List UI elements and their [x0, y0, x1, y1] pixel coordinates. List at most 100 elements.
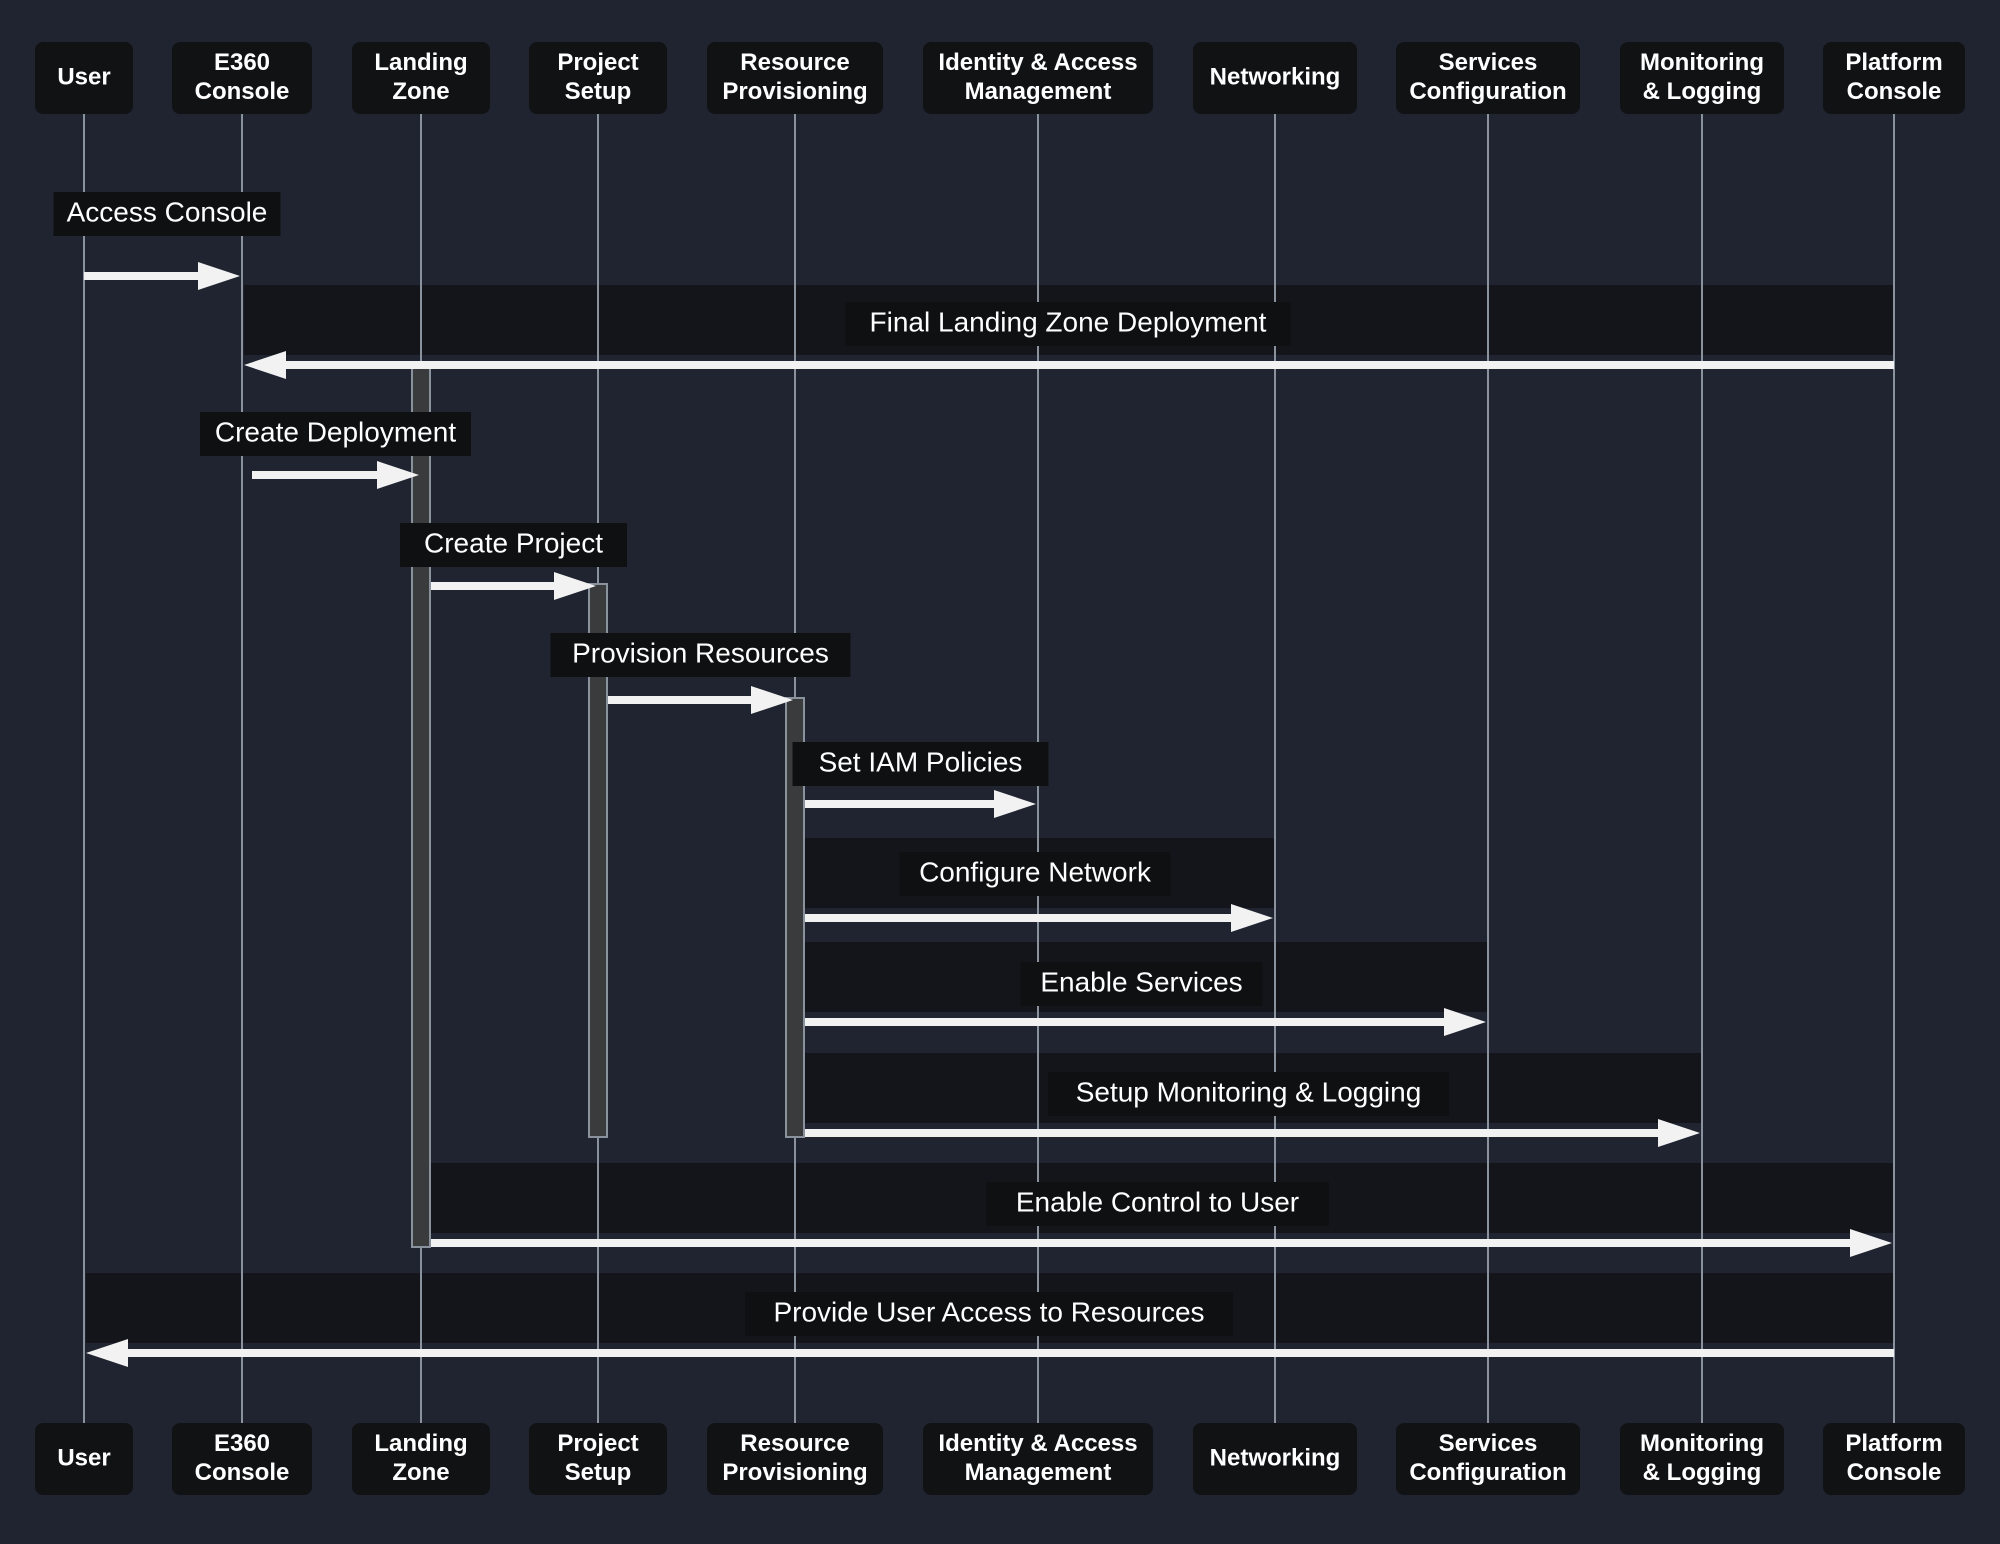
actor-label: E360	[214, 49, 270, 76]
actor-label: Landing	[374, 49, 467, 76]
arrow-head	[994, 790, 1036, 818]
actor-label: Console	[195, 78, 290, 105]
actor-label: Resource	[740, 1430, 849, 1457]
actor-label: Setup	[565, 1459, 632, 1486]
actor-bottom-user: User	[35, 1423, 133, 1495]
actor-box	[1823, 1423, 1965, 1495]
actor-label: Console	[1847, 1459, 1942, 1486]
activation-bars	[411, 362, 805, 1248]
message-label-box	[1048, 1072, 1449, 1116]
message-arrows	[84, 262, 1894, 1367]
message-label-box	[986, 1182, 1329, 1226]
message-label-set-iam-policies: Set IAM Policies	[819, 746, 1023, 777]
actor-label: Provisioning	[722, 78, 867, 105]
actor-label: Services	[1439, 1430, 1538, 1457]
actor-label: Management	[965, 1459, 1112, 1486]
arrow-head	[86, 1339, 128, 1367]
actor-row-bottom: UserE360ConsoleLandingZoneProjectSetupRe…	[35, 1423, 1965, 1495]
message-label-configure-network: Configure Network	[919, 856, 1152, 887]
arrow-head	[554, 572, 596, 600]
actor-box	[172, 42, 312, 114]
actor-box	[1823, 42, 1965, 114]
message-label-box	[200, 412, 471, 456]
actor-box	[923, 1423, 1153, 1495]
actor-box	[707, 1423, 883, 1495]
actor-label: User	[57, 1444, 110, 1471]
arrow-head	[1231, 904, 1273, 932]
actor-box	[35, 1423, 133, 1495]
actor-label: Monitoring	[1640, 1430, 1764, 1457]
actor-box	[923, 42, 1153, 114]
arrow-head	[198, 262, 240, 290]
actor-box	[1620, 42, 1784, 114]
actor-label: Provisioning	[722, 1459, 867, 1486]
actor-box	[1620, 1423, 1784, 1495]
actor-top-monitoring: Monitoring& Logging	[1620, 42, 1784, 114]
arrow-head	[1444, 1008, 1486, 1036]
message-label-enable-services: Enable Services	[1040, 966, 1242, 997]
actor-label: Project	[557, 49, 638, 76]
message-label-box	[550, 633, 851, 677]
message-label-box	[845, 302, 1291, 346]
message-label-enable-control-to-user: Enable Control to User	[1016, 1186, 1299, 1217]
actor-label: Networking	[1210, 1444, 1341, 1471]
actor-box	[1396, 42, 1580, 114]
actor-row-top: UserE360ConsoleLandingZoneProjectSetupRe…	[35, 42, 1965, 114]
actor-bottom-network: Networking	[1193, 1423, 1357, 1495]
message-label-provision-resources: Provision Resources	[572, 637, 829, 668]
message-label-create-deployment: Create Deployment	[215, 416, 456, 447]
arrow-head	[377, 461, 419, 489]
message-label-provide-user-access-to-resources: Provide User Access to Resources	[773, 1296, 1204, 1327]
actor-label: Monitoring	[1640, 49, 1764, 76]
actor-box	[352, 42, 490, 114]
actor-label: Configuration	[1409, 78, 1566, 105]
activation-bar-project	[588, 583, 608, 1138]
message-label-box	[53, 192, 281, 236]
actor-box	[707, 42, 883, 114]
actor-label: Resource	[740, 49, 849, 76]
message-label-setup-monitoring-and-logging: Setup Monitoring & Logging	[1076, 1076, 1422, 1107]
arrow-head	[1658, 1119, 1700, 1147]
actor-box	[1193, 42, 1357, 114]
actor-label: Console	[195, 1459, 290, 1486]
actor-box	[529, 42, 667, 114]
actor-box	[172, 1423, 312, 1495]
message-label-box	[792, 742, 1049, 786]
actor-box	[529, 1423, 667, 1495]
actor-top-network: Networking	[1193, 42, 1357, 114]
actor-label: Identity & Access	[938, 1430, 1137, 1457]
message-label-box	[745, 1292, 1233, 1336]
message-label-create-project: Create Project	[424, 527, 603, 558]
message-label-box	[899, 852, 1171, 896]
actor-label: Platform	[1845, 1430, 1942, 1457]
activation-bar-landing	[411, 362, 431, 1248]
actor-label: Platform	[1845, 49, 1942, 76]
actor-bottom-monitoring: Monitoring& Logging	[1620, 1423, 1784, 1495]
actor-label: Console	[1847, 78, 1942, 105]
actor-label: Networking	[1210, 63, 1341, 90]
actor-label: E360	[214, 1430, 270, 1457]
message-label-access-console: Access Console	[67, 196, 268, 227]
actor-top-user: User	[35, 42, 133, 114]
actor-label: & Logging	[1643, 1459, 1762, 1486]
actor-label: Landing	[374, 1430, 467, 1457]
message-label-final-landing-zone-deployment: Final Landing Zone Deployment	[870, 306, 1267, 337]
arrow-head	[244, 351, 286, 379]
actor-label: Project	[557, 1430, 638, 1457]
actor-label: & Logging	[1643, 78, 1762, 105]
actor-label: Setup	[565, 78, 632, 105]
actor-label: Zone	[392, 78, 449, 105]
actor-label: Configuration	[1409, 1459, 1566, 1486]
actor-box	[352, 1423, 490, 1495]
actor-box	[1193, 1423, 1357, 1495]
actor-label: Identity & Access	[938, 49, 1137, 76]
activation-bar-resource	[785, 697, 805, 1138]
